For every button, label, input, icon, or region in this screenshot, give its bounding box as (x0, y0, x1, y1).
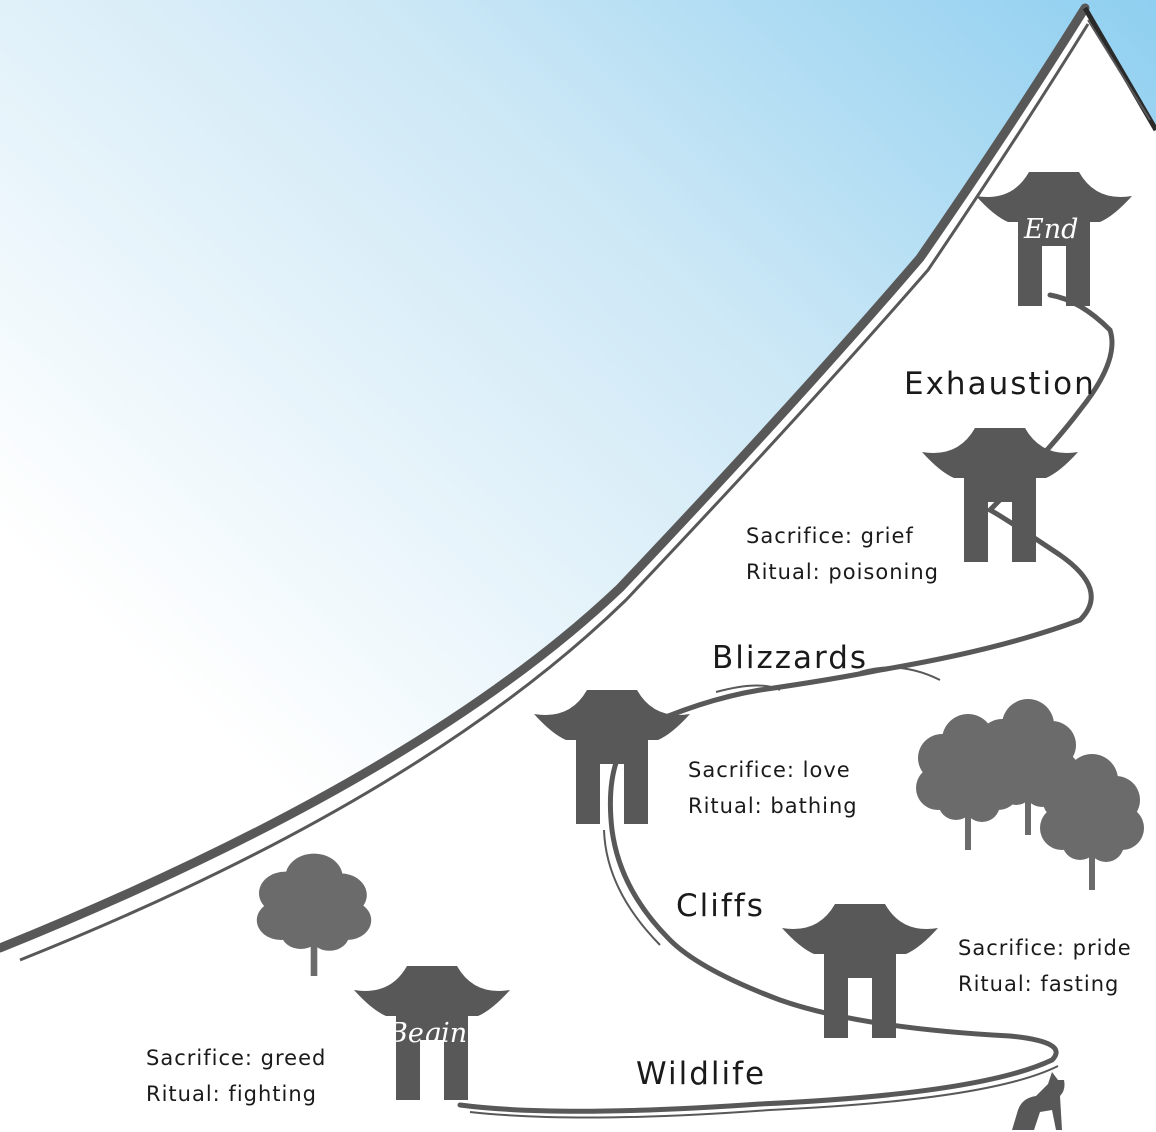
sacrifice-text: Sacrifice: love (688, 758, 851, 782)
shrine-info-fourth: Sacrifice: grief Ritual: poisoning (746, 518, 939, 590)
stage-cliffs: Cliffs (676, 888, 765, 924)
shrine-info-third: Sacrifice: love Ritual: bathing (688, 752, 858, 824)
begin-gate-label: Begin (388, 1018, 468, 1049)
sacrifice-text: Sacrifice: pride (958, 936, 1132, 960)
sacrifice-text: Sacrifice: greed (146, 1046, 327, 1070)
shrine-info-first: Sacrifice: greed Ritual: fighting (146, 1040, 326, 1112)
wolf-icon (1012, 1072, 1065, 1130)
end-gate-label: End (1024, 214, 1079, 245)
mountain-ridge-stroke (0, 3, 1090, 953)
mountain (0, 10, 1156, 1132)
ritual-text: Ritual: fasting (958, 972, 1120, 996)
ritual-text: Ritual: poisoning (746, 560, 940, 584)
stage-wildlife: Wildlife (636, 1056, 767, 1092)
stage-exhaustion: Exhaustion (904, 366, 1096, 402)
ritual-text: Ritual: fighting (146, 1082, 317, 1106)
sacrifice-text: Sacrifice: grief (746, 524, 914, 548)
stage-blizzards: Blizzards (712, 640, 869, 676)
shrine-info-second: Sacrifice: pride Ritual: fasting (958, 930, 1132, 1002)
ritual-text: Ritual: bathing (688, 794, 858, 818)
